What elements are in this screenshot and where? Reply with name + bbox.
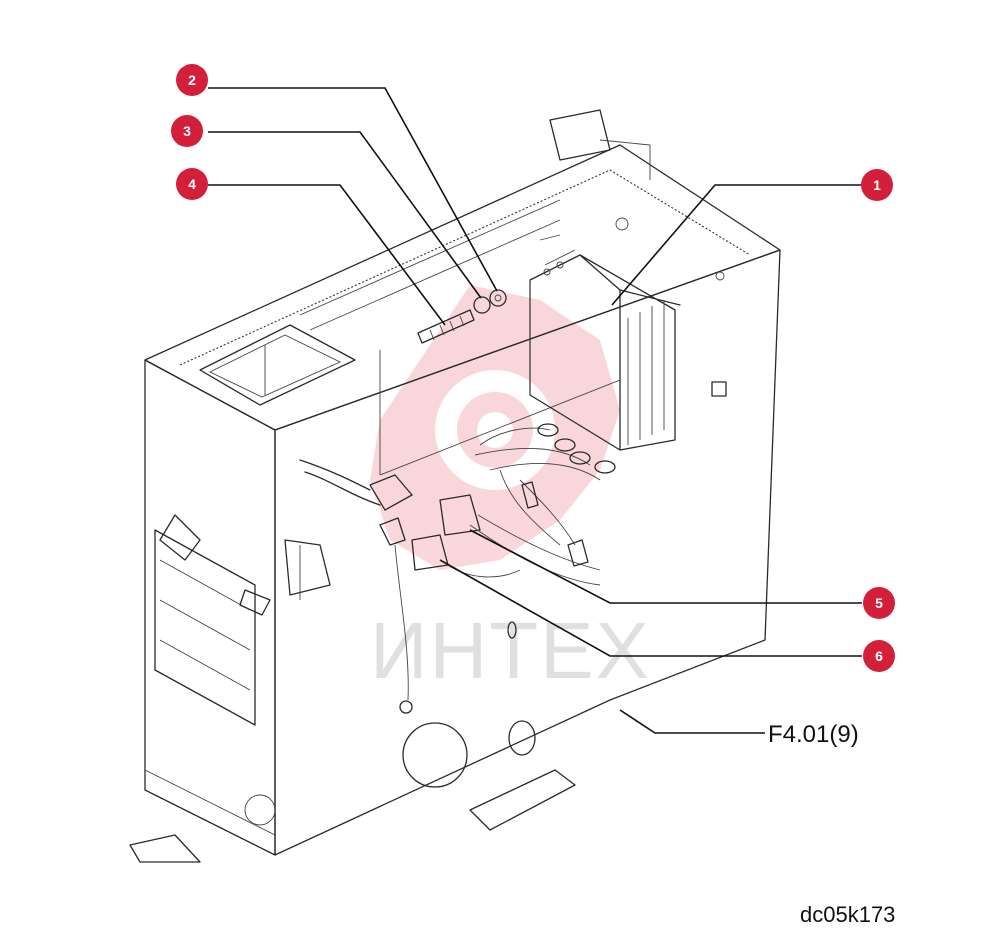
leader-3 [208, 131, 482, 299]
leader-ref [619, 709, 765, 734]
leader-2 [208, 87, 498, 292]
housing [129, 109, 781, 863]
leader-4 [208, 184, 446, 326]
leader-lines [208, 87, 862, 734]
leader-5 [469, 529, 862, 604]
callout-5: 5 [863, 587, 895, 619]
left-face-details [154, 514, 331, 726]
power-module [529, 249, 681, 451]
leader-6 [439, 559, 862, 657]
reference-label: F4.01(9) [768, 721, 859, 748]
callout-3: 3 [171, 115, 203, 147]
drawing-code: dc05k173 [800, 902, 895, 927]
screw-assembly [417, 289, 507, 344]
callout-label: 2 [188, 72, 196, 88]
callout-label: 4 [188, 176, 196, 192]
callout-1: 1 [861, 169, 893, 201]
callout-4: 4 [176, 168, 208, 200]
leader-1 [611, 184, 862, 306]
watermark-text: ИНТЕХ [370, 606, 651, 695]
callout-label: 1 [873, 177, 881, 193]
callout-2: 2 [176, 64, 208, 96]
callout-6: 6 [863, 640, 895, 672]
callout-label: 3 [183, 123, 191, 139]
watermark-logo [370, 285, 620, 570]
callout-label: 5 [875, 595, 883, 611]
callout-label: 6 [875, 648, 883, 664]
